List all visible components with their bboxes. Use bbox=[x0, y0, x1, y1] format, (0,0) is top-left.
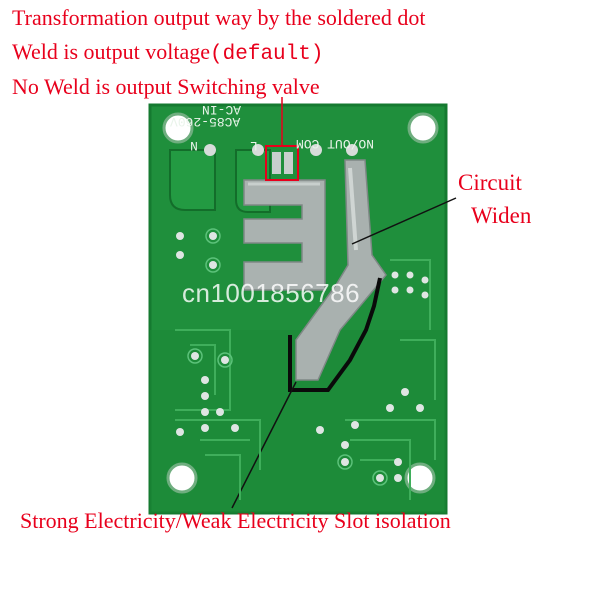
lower-left-traces bbox=[175, 329, 261, 500]
caption-circuit: Circuit bbox=[458, 170, 522, 195]
silkscreen-terminals: NO/OUT COM bbox=[296, 136, 375, 151]
terminal-hole-l bbox=[252, 144, 264, 156]
caption-widen: Widen bbox=[471, 203, 532, 228]
caption-no-weld: No Weld is output Switching valve bbox=[12, 74, 320, 99]
terminal-hole-no bbox=[346, 144, 358, 156]
watermark: cn1001856786 bbox=[182, 278, 361, 308]
vias bbox=[176, 232, 429, 482]
silkscreen-n: N bbox=[190, 138, 198, 153]
caption-transformation: Transformation output way by the soldere… bbox=[12, 5, 426, 30]
mount-hole-top-right bbox=[407, 112, 439, 144]
solder-pad-left bbox=[272, 152, 281, 174]
solder-pad-right bbox=[284, 152, 293, 174]
trace-highlight bbox=[348, 167, 358, 251]
terminal-hole-com bbox=[310, 144, 322, 156]
trace-n bbox=[169, 149, 216, 211]
terminal-hole-n bbox=[204, 144, 216, 156]
copper-e-pad bbox=[243, 179, 326, 291]
caption-weld-output: Weld is output voltage(default) bbox=[12, 39, 323, 66]
caption-weld-prefix: Weld is output voltage bbox=[12, 39, 211, 64]
isolation-slot bbox=[288, 277, 382, 392]
mount-hole-top-left bbox=[162, 112, 194, 144]
silkscreen-ac-in: AC-IN bbox=[202, 102, 242, 117]
widened-trace bbox=[295, 159, 387, 381]
pointer-slot bbox=[231, 381, 297, 509]
caption-default: (default) bbox=[210, 43, 324, 66]
silkscreen-l: L bbox=[250, 138, 258, 153]
caption-slot-isolation: Strong Electricity/Weak Electricity Slot… bbox=[20, 508, 451, 533]
via-rings bbox=[187, 228, 388, 486]
pointer-circuit bbox=[351, 197, 457, 245]
mount-hole-bottom-left bbox=[166, 462, 198, 494]
mount-hole-bottom-right bbox=[404, 462, 436, 494]
lower-right-traces bbox=[345, 259, 436, 500]
